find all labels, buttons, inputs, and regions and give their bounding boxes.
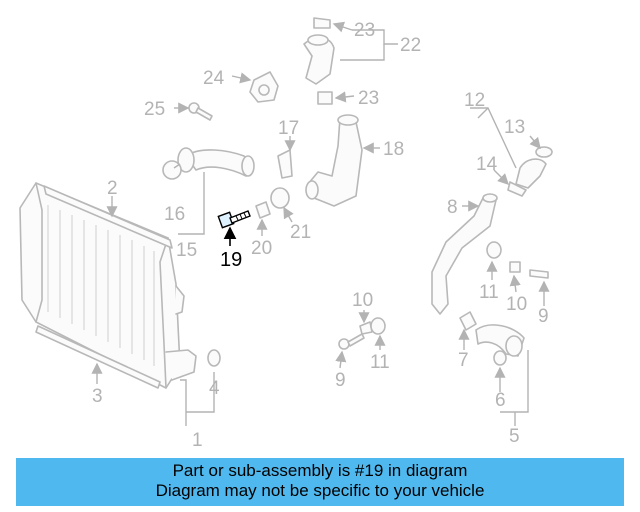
callout-23-lower[interactable]: 23 [358, 88, 379, 109]
bolt-20[interactable] [255, 201, 271, 219]
callout-13[interactable]: 13 [504, 117, 525, 138]
banner-line-1: Part or sub-assembly is #19 in diagram [172, 461, 468, 480]
lower-seal-strip[interactable] [35, 325, 161, 389]
callout-16[interactable]: 16 [164, 204, 185, 225]
callout-9-right[interactable]: 9 [538, 306, 549, 327]
grommet-11-right[interactable] [486, 241, 502, 259]
callout-20[interactable]: 20 [251, 238, 272, 259]
info-banner: Part or sub-assembly is #19 in diagram D… [16, 458, 624, 506]
bolt-9-middle[interactable] [338, 333, 365, 350]
bolt-10-right[interactable] [509, 261, 521, 273]
o-ring-6[interactable] [493, 350, 507, 366]
screw-25[interactable] [188, 102, 213, 121]
bolt-9-right[interactable] [529, 269, 549, 279]
callout-1[interactable]: 1 [192, 430, 203, 451]
leader-lines [91, 21, 550, 426]
callout-19[interactable]: 19 [220, 249, 242, 271]
callout-18[interactable]: 18 [383, 139, 404, 160]
banner-line-2: Diagram may not be specific to your vehi… [155, 481, 485, 500]
clamp-23-top[interactable] [313, 17, 331, 29]
callout-24[interactable]: 24 [203, 68, 225, 89]
callout-10-right[interactable]: 10 [506, 294, 527, 315]
callout-14[interactable]: 14 [476, 154, 498, 175]
callout-9-middle[interactable]: 9 [335, 370, 346, 391]
callout-3[interactable]: 3 [92, 386, 103, 407]
hose-13[interactable] [515, 146, 553, 189]
o-ring-16[interactable] [162, 160, 182, 180]
callout-7[interactable]: 7 [458, 350, 469, 371]
charge-pipe-8[interactable] [431, 193, 498, 315]
callout-25[interactable]: 25 [144, 99, 165, 120]
callout-21[interactable]: 21 [290, 222, 311, 243]
grommet-11-middle[interactable] [370, 317, 386, 335]
callout-8[interactable]: 8 [447, 197, 458, 218]
hose-5[interactable] [475, 324, 525, 357]
callout-12[interactable]: 12 [464, 90, 485, 111]
parts-diagram: 1 2 3 4 5 6 7 8 9 9 10 10 11 11 12 13 14… [19, 17, 553, 451]
bolt-19[interactable] [217, 210, 251, 229]
callout-6[interactable]: 6 [495, 390, 506, 411]
callout-23-top[interactable]: 23 [354, 20, 375, 41]
hose-22[interactable] [303, 34, 335, 85]
intake-hose-left[interactable] [177, 147, 255, 177]
o-ring-4[interactable] [207, 349, 221, 367]
callout-2[interactable]: 2 [107, 178, 118, 199]
callout-11-right[interactable]: 11 [479, 282, 499, 303]
clamp-14[interactable] [507, 181, 527, 197]
clip-17[interactable] [277, 149, 293, 179]
callout-10-middle[interactable]: 10 [352, 290, 373, 311]
callout-17[interactable]: 17 [278, 118, 299, 139]
callout-11-middle[interactable]: 11 [370, 352, 390, 373]
callout-4[interactable]: 4 [209, 378, 220, 399]
callout-22[interactable]: 22 [400, 35, 421, 56]
callouts: 1 2 3 4 5 6 7 8 9 9 10 10 11 11 12 13 14… [92, 20, 549, 451]
clamp-23-lower[interactable] [317, 91, 333, 105]
grommet-21[interactable] [270, 187, 290, 209]
callout-5[interactable]: 5 [509, 426, 520, 447]
callout-15[interactable]: 15 [176, 240, 197, 261]
sensor-24[interactable] [249, 71, 279, 103]
clip-7[interactable] [459, 311, 477, 331]
bolt-10-middle[interactable] [359, 321, 373, 335]
charge-pipe-18[interactable] [305, 114, 363, 207]
